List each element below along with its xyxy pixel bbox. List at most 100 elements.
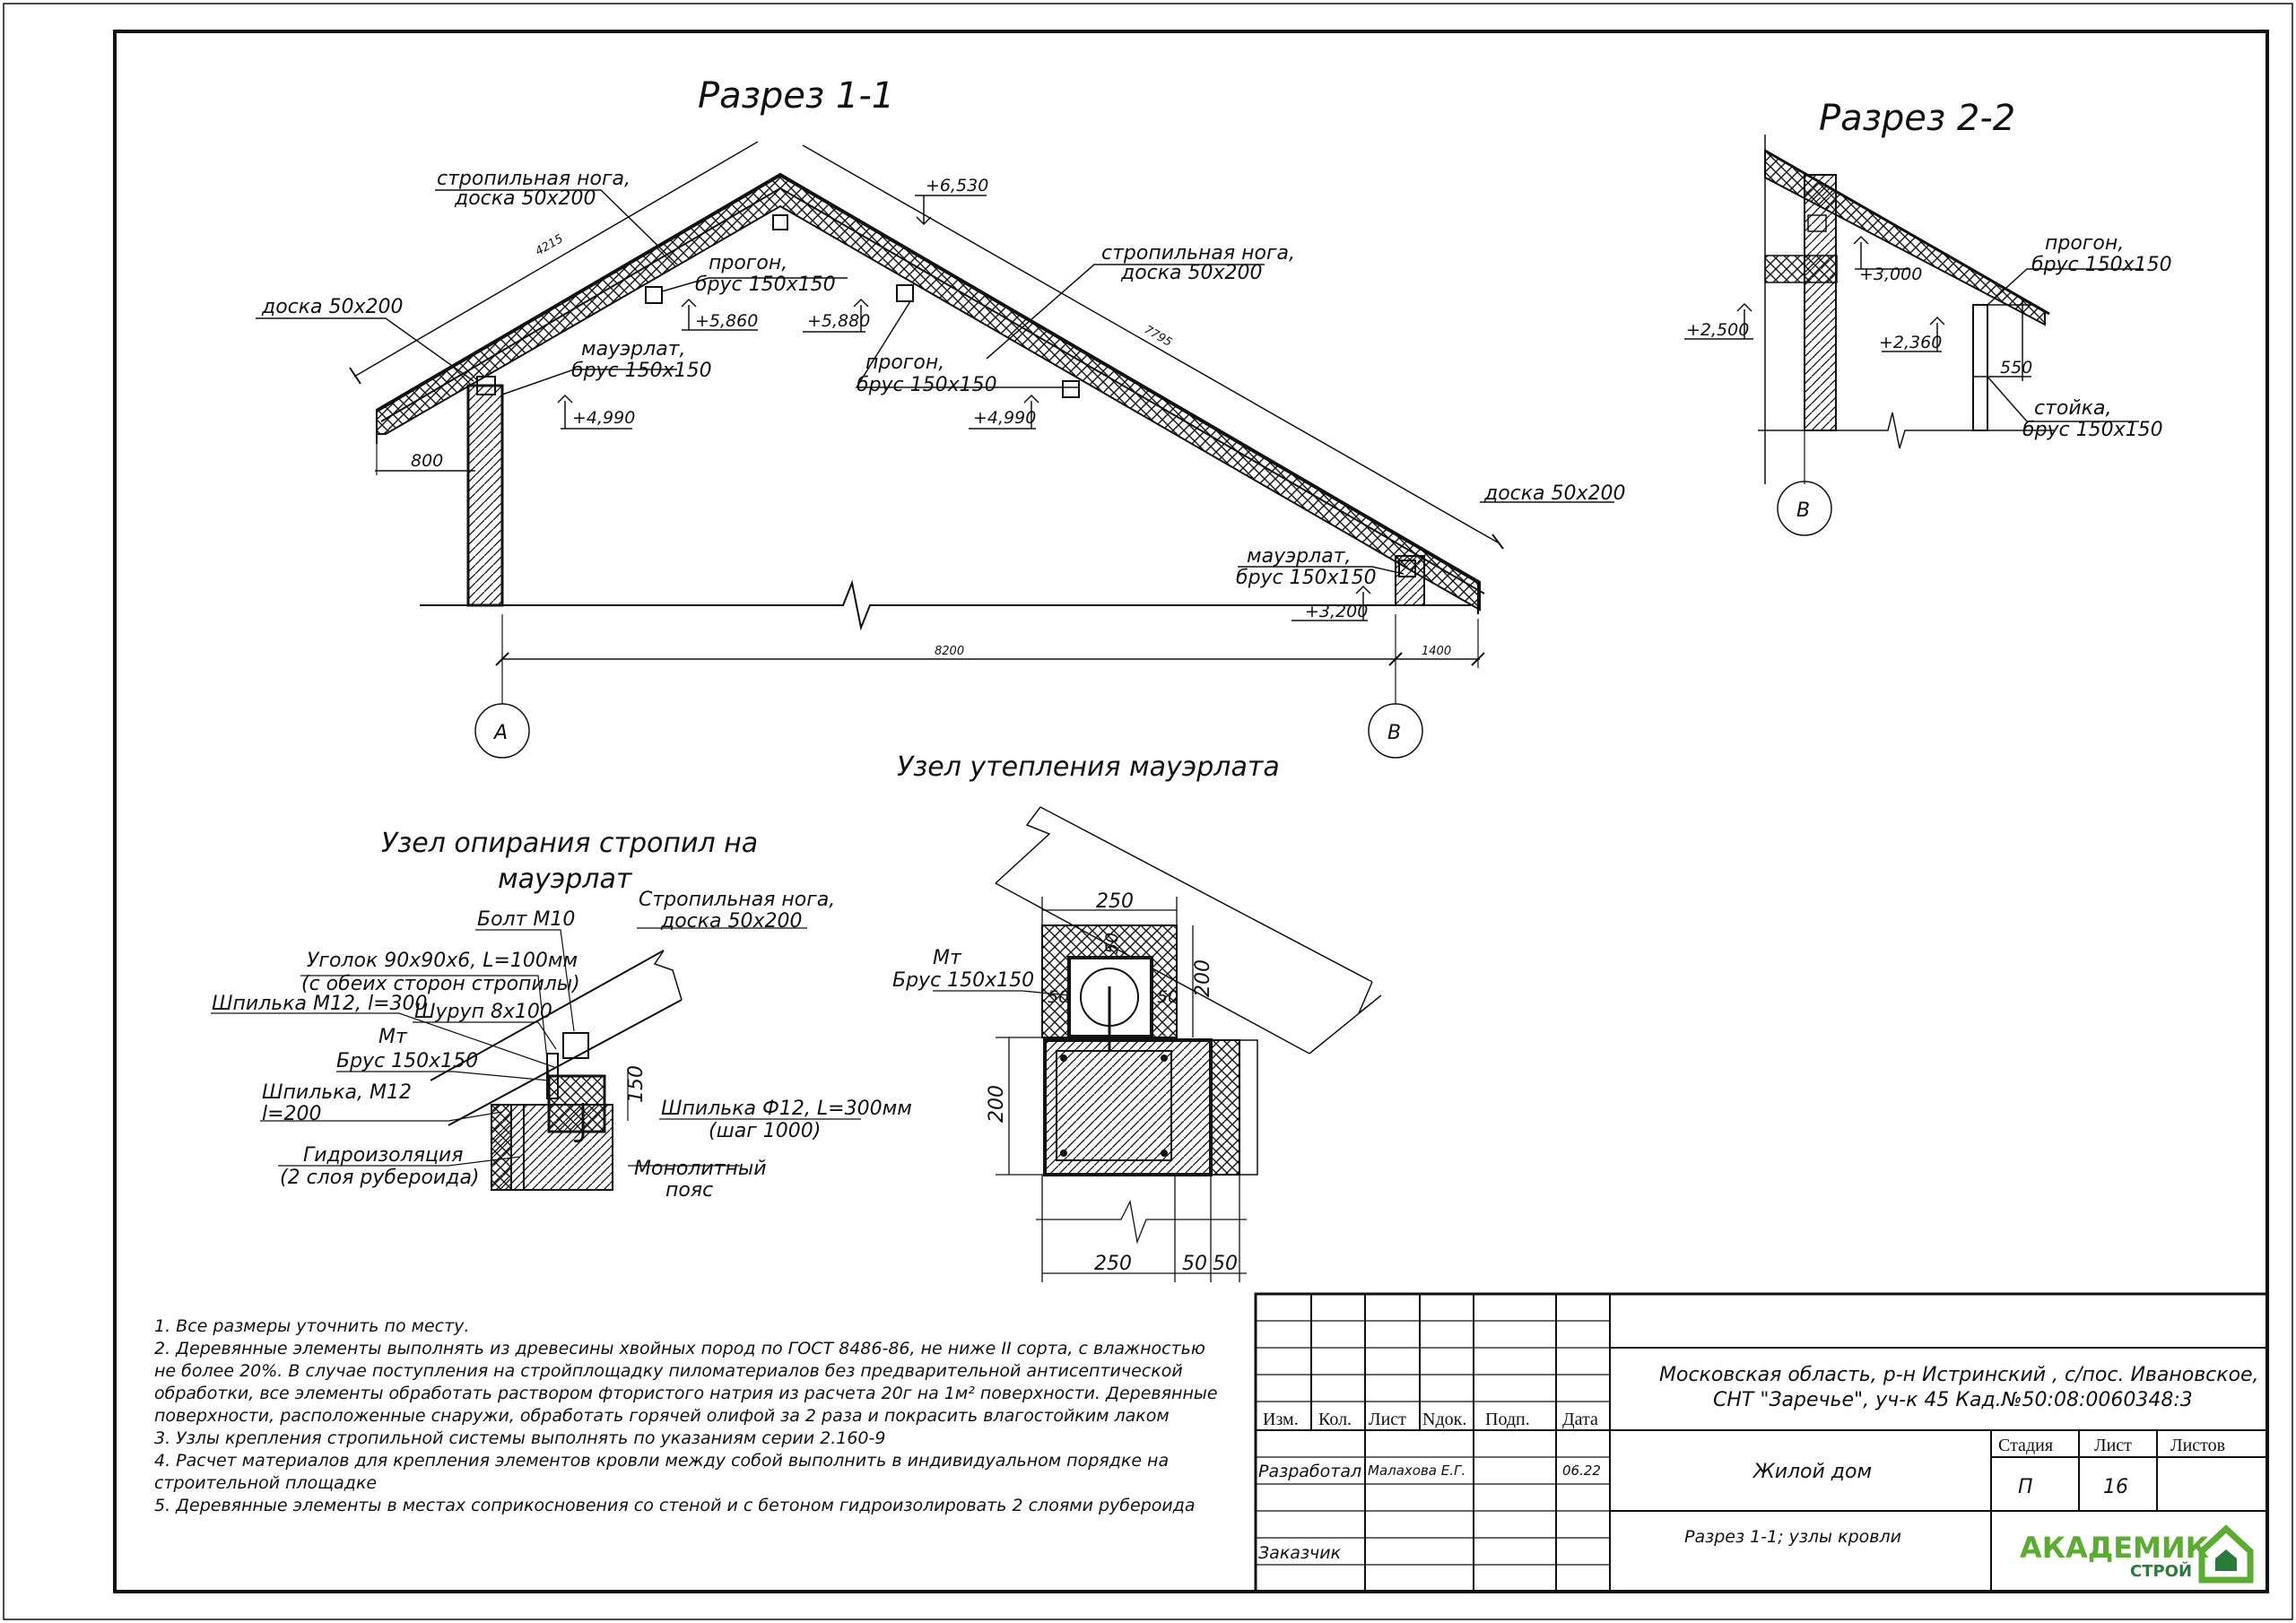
section-1-title: Разрез 1-1 [698, 75, 894, 117]
dim-insul-50c: 50 [1157, 987, 1178, 1007]
logo-house-icon [2198, 1524, 2254, 1584]
purlin-ridge [772, 214, 788, 230]
note-line: 4. Расчет материалов для крепления элеме… [154, 1451, 1169, 1471]
dim-insul-50a: 50 [1102, 933, 1122, 954]
label-2-2-purlin-1: прогон, [2045, 232, 2124, 255]
right-wall [1395, 555, 1425, 606]
label-support-stud-m12-2: l=200 [262, 1103, 322, 1125]
label-mauerlat-right-1: мауэрлат, [1247, 545, 1352, 568]
left-wall [466, 384, 504, 607]
note-line: обработки, все элементы обработать раств… [154, 1384, 1218, 1403]
elev-mauerlat-right: +3,200 [1305, 602, 1368, 621]
tb-col-podp: Подп. [1485, 1410, 1530, 1429]
label-support-waterproof-1: Гидроизоляция [303, 1144, 463, 1167]
elev-2-2-c: +2,360 [1879, 333, 1942, 352]
drawing-frame [113, 30, 2269, 1593]
dim-insul-bottom-50b: 50 [1213, 1253, 1238, 1275]
dim-span: 8200 [935, 645, 964, 658]
note-line: 5. Деревянные элементы в местах соприкос… [154, 1496, 1196, 1515]
label-support-mono-2: пояс [665, 1179, 713, 1202]
mauerlat-right [1398, 560, 1416, 577]
label-support-mono-1: Монолитный [634, 1158, 767, 1180]
note-line: строительной площадке [154, 1473, 377, 1493]
leaders [256, 189, 1614, 575]
company-logo: АКАДЕМИК СТРОЙ [2020, 1524, 2254, 1584]
dim-overhang-left: 800 [411, 451, 443, 471]
label-support-rafter-2: доска 50х200 [660, 910, 803, 933]
label-board-right: доска 50х200 [1483, 482, 1626, 505]
axis-a-label: А [492, 722, 508, 744]
notes: 1. Все размеры уточнить по месту. 2. Дер… [154, 1316, 1218, 1515]
label-purlin-b-1: прогон, [865, 352, 944, 374]
tb-sheet-title: Разрез 1-1; узлы кровли [1684, 1527, 1901, 1547]
roof-shape [375, 172, 1485, 614]
label-rafter-right-2: доска 50х200 [1120, 262, 1263, 284]
tb-stage-header: Стадия [1998, 1436, 2053, 1455]
dim-slope-right: 7795 [1142, 323, 1174, 350]
label-board-left: доска 50х200 [261, 296, 404, 318]
tb-object: Жилой дом [1752, 1461, 1872, 1483]
label-support-dim150: 150 [625, 1065, 648, 1103]
dim-insul-bottom-50a: 50 [1182, 1253, 1207, 1275]
tb-col-kol: Кол. [1318, 1410, 1352, 1429]
elev-purlin-center: +5,880 [807, 311, 870, 331]
label-rafter-right-1: стропильная нога, [1101, 242, 1295, 265]
label-mauerlat-left-1: мауэрлат, [581, 338, 686, 360]
label-mauerlat-left-2: брус 150х150 [571, 360, 712, 382]
axis-2-2-circle [1777, 481, 1832, 536]
elev-ridge: +6,530 [926, 176, 988, 195]
dim-insul-left-h: 200 [986, 1085, 1008, 1123]
dim-overhang-right: 1400 [1422, 645, 1451, 658]
label-insul-beam: Брус 150х150 [892, 969, 1034, 992]
node-insulation: Узел утепления мауэрлата [892, 751, 1382, 1282]
mauerlat-left [476, 376, 496, 395]
tb-customer-label: Заказчик [1258, 1543, 1342, 1563]
title-block: Изм. Кол. Лист Nдок. Подп. Дата Разработ… [1254, 1292, 2269, 1593]
label-purlin-a-2: брус 150х150 [695, 273, 836, 296]
node-insulation-title: Узел утепления мауэрлата [897, 751, 1280, 783]
section-2-2: Разрез 2-2 +3,000 +2,500 +2,360 550 прог… [1684, 98, 2172, 536]
tb-developer: Малахова Е.Г. [1368, 1462, 1465, 1479]
label-2-2-post-1: стойка, [2034, 397, 2111, 420]
label-support-screw: Шуруп 8х100 [414, 1001, 552, 1023]
label-support-stud-f12-1: Шпилька Ф12, L=300мм [661, 1098, 912, 1120]
dim-insul-top-w: 250 [1096, 890, 1134, 913]
note-line: 2. Деревянные элементы выполнять из древ… [154, 1339, 1205, 1358]
elevation-marks [557, 195, 1371, 621]
logo-sub: СТРОЙ [2130, 1561, 2192, 1581]
elev-mauerlat-left: +4,990 [572, 408, 635, 428]
outer-border [3, 3, 2293, 1620]
label-support-angle-1: Уголок 90х90х6, L=100мм [307, 950, 578, 972]
note-line: 3. Узлы крепления стропильной системы вы… [154, 1428, 885, 1448]
dim-insul-top-h: 200 [1192, 959, 1214, 997]
post-2-2 [1972, 304, 1988, 431]
label-support-stud-m12-1: Шпилька, М12 [262, 1081, 412, 1104]
label-purlin-a-1: прогон, [709, 252, 787, 274]
note-line: не более 20%. В случае поступления на ст… [154, 1361, 1183, 1381]
logo-main: АКАДЕМИК [2020, 1531, 2209, 1565]
label-support-rafter-1: Стропильная нога, [639, 889, 835, 911]
section-1-1: Разрез 1-1 4215 7795 [256, 75, 1626, 759]
floor-line [420, 579, 1471, 631]
note-line: поверхности, расположенные снаружи, обра… [154, 1406, 1170, 1426]
axis-v-label: В [1387, 722, 1401, 744]
dim-slope-left: 4215 [534, 232, 566, 259]
tb-developed-label: Разработал [1258, 1462, 1361, 1481]
tb-sheet: 16 [2103, 1476, 2128, 1498]
axis-v-circle [1368, 703, 1423, 759]
label-support-angle-2: (с обеих сторон стропилы) [301, 973, 580, 995]
tb-address-2: СНТ "Заречье", уч-к 45 Кад.№50:08:006034… [1713, 1389, 2193, 1411]
tb-date: 06.22 [1562, 1462, 1601, 1479]
tb-col-izm: Изм. [1263, 1410, 1299, 1429]
label-support-bolt: Болт М10 [477, 908, 575, 931]
purlin-center [896, 284, 914, 302]
elev-2-2-b: +2,500 [1686, 320, 1749, 340]
dim-insul-50b: 50 [1048, 987, 1069, 1007]
tb-sheets-header: Листов [2170, 1436, 2225, 1455]
tb-col-ndok: Nдок. [1422, 1410, 1466, 1429]
label-rafter-top-1: стропильная нога, [437, 168, 631, 190]
node-support-title-2: мауэрлат [498, 864, 633, 895]
label-support-stud-300: Шпилька М12, l=300 [212, 993, 428, 1015]
node-support: Узел опирания стропил на мауэрлат Стропи [211, 828, 912, 1202]
label-mauerlat-right-2: брус 150х150 [1236, 567, 1377, 589]
